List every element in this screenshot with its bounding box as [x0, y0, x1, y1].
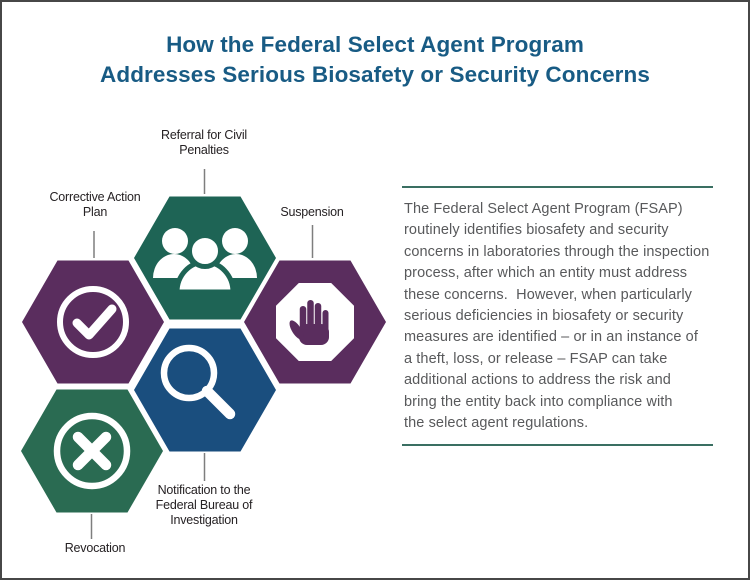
label-fbi-notification: Notification to the Federal Bureau of In…: [155, 483, 253, 527]
divider-bottom: [402, 444, 713, 446]
label-referral-for-civil-penalties: Referral for Civil Penalties: [161, 128, 247, 157]
label-corrective-action-plan: Corrective Action Plan: [49, 190, 141, 219]
x-circle-icon: [53, 412, 131, 490]
magnifier-icon: [160, 344, 236, 420]
label-revocation: Revocation: [64, 541, 126, 555]
page-title: How the Federal Select Agent Program Add…: [2, 30, 748, 90]
stop-hand-icon: [276, 283, 354, 361]
divider-top: [402, 186, 713, 188]
hexagon-diagram: [21, 169, 386, 539]
title-line-1: How the Federal Select Agent Program: [166, 32, 584, 57]
description-paragraph: The Federal Select Agent Program (FSAP) …: [404, 201, 710, 432]
check-circle-icon: [57, 286, 129, 358]
hexagon-cap: [22, 260, 164, 384]
title-line-2: Addresses Serious Biosafety or Security …: [100, 62, 650, 87]
people-group-icon: [153, 228, 257, 295]
label-suspension: Suspension: [280, 205, 344, 219]
